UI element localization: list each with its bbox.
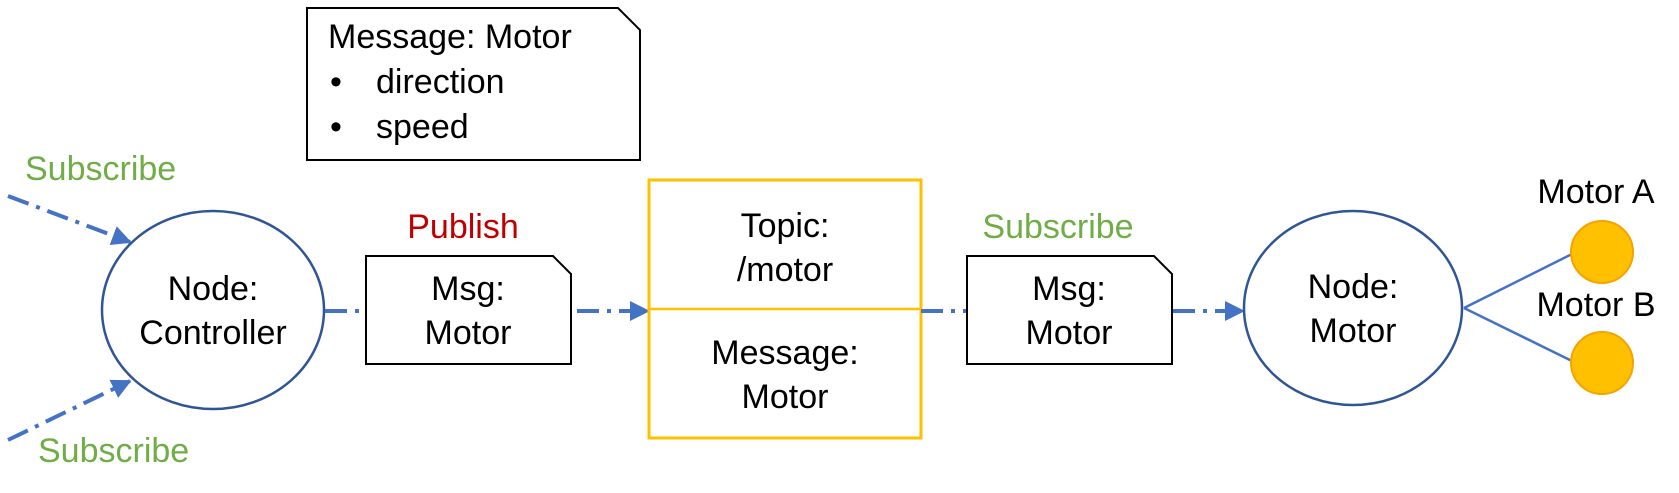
motor-node	[1242, 209, 1464, 407]
motor-b-icon	[1570, 331, 1634, 395]
message-definition-box: Message: Motor • direction • speed	[306, 7, 641, 161]
subscribe-arrow-top	[7, 194, 132, 246]
topic-name-value: /motor	[737, 251, 833, 289]
topic-box: Topic: /motor Message: Motor	[647, 178, 923, 440]
topic-message-value: Motor	[742, 378, 829, 416]
msg-box-right-shape	[966, 255, 1173, 365]
motor-node-line2: Motor	[1310, 312, 1397, 350]
controller-node	[100, 209, 326, 411]
message-definition-title: Message: Motor	[328, 18, 572, 56]
msg-box-right: Msg: Motor	[966, 255, 1173, 365]
motor-a-link	[1463, 251, 1575, 310]
subscribe-label-bottom: Subscribe	[38, 432, 189, 470]
motor-node-line1: Node:	[1308, 268, 1399, 306]
motor-b-label: Motor B	[1536, 286, 1655, 324]
msg-box-left-shape	[365, 255, 572, 365]
bullet-icon: •	[330, 63, 342, 101]
message-definition-shape	[306, 7, 641, 161]
msg-box-left-line1: Msg:	[431, 270, 505, 308]
bullet-icon: •	[330, 108, 342, 146]
subscribe-label-top: Subscribe	[25, 150, 176, 188]
motor-b-link	[1463, 306, 1575, 364]
subscribe-label-right: Subscribe	[982, 208, 1133, 246]
message-field-direction: direction	[376, 63, 505, 101]
motor-a-label: Motor A	[1537, 173, 1654, 211]
publish-label: Publish	[407, 208, 519, 246]
msg-box-left: Msg: Motor	[365, 255, 572, 365]
controller-node-line2: Controller	[139, 314, 286, 352]
motor-a-icon	[1570, 220, 1634, 284]
controller-node-line1: Node:	[168, 270, 259, 308]
message-field-speed: speed	[376, 108, 469, 146]
topic-message-label: Message:	[711, 334, 858, 372]
msg-box-left-line2: Motor	[425, 314, 512, 352]
msg-box-right-line1: Msg:	[1032, 270, 1106, 308]
msg-box-right-line2: Motor	[1026, 314, 1113, 352]
topic-name-label: Topic:	[741, 207, 830, 245]
